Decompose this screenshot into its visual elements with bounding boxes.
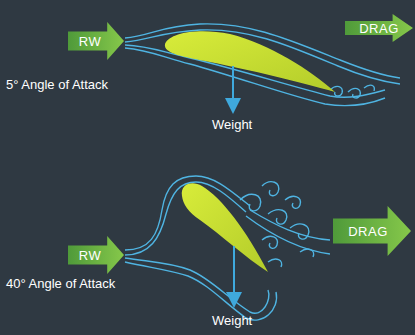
arrow-shape: DRAG xyxy=(333,206,411,256)
arrow-shape: RW xyxy=(68,22,124,60)
text-label: Weight xyxy=(212,313,252,328)
streamlines xyxy=(125,176,330,320)
weight-arrow xyxy=(232,66,234,106)
airfoil xyxy=(182,183,268,272)
weight-arrow xyxy=(233,246,235,300)
arrow-label: DRAG xyxy=(359,21,399,36)
arrow-shape: DRAG xyxy=(345,14,413,42)
arrow-shape: RW xyxy=(68,236,124,274)
airfoil xyxy=(165,31,335,92)
arrow-label: DRAG xyxy=(348,224,388,239)
text-label: 5° Angle of Attack xyxy=(6,77,108,92)
arrow-label: RW xyxy=(79,34,101,49)
text-label: 40° Angle of Attack xyxy=(6,276,115,291)
streamlines xyxy=(125,24,400,106)
arrow-label: RW xyxy=(79,248,101,263)
text-label: Weight xyxy=(212,117,252,132)
